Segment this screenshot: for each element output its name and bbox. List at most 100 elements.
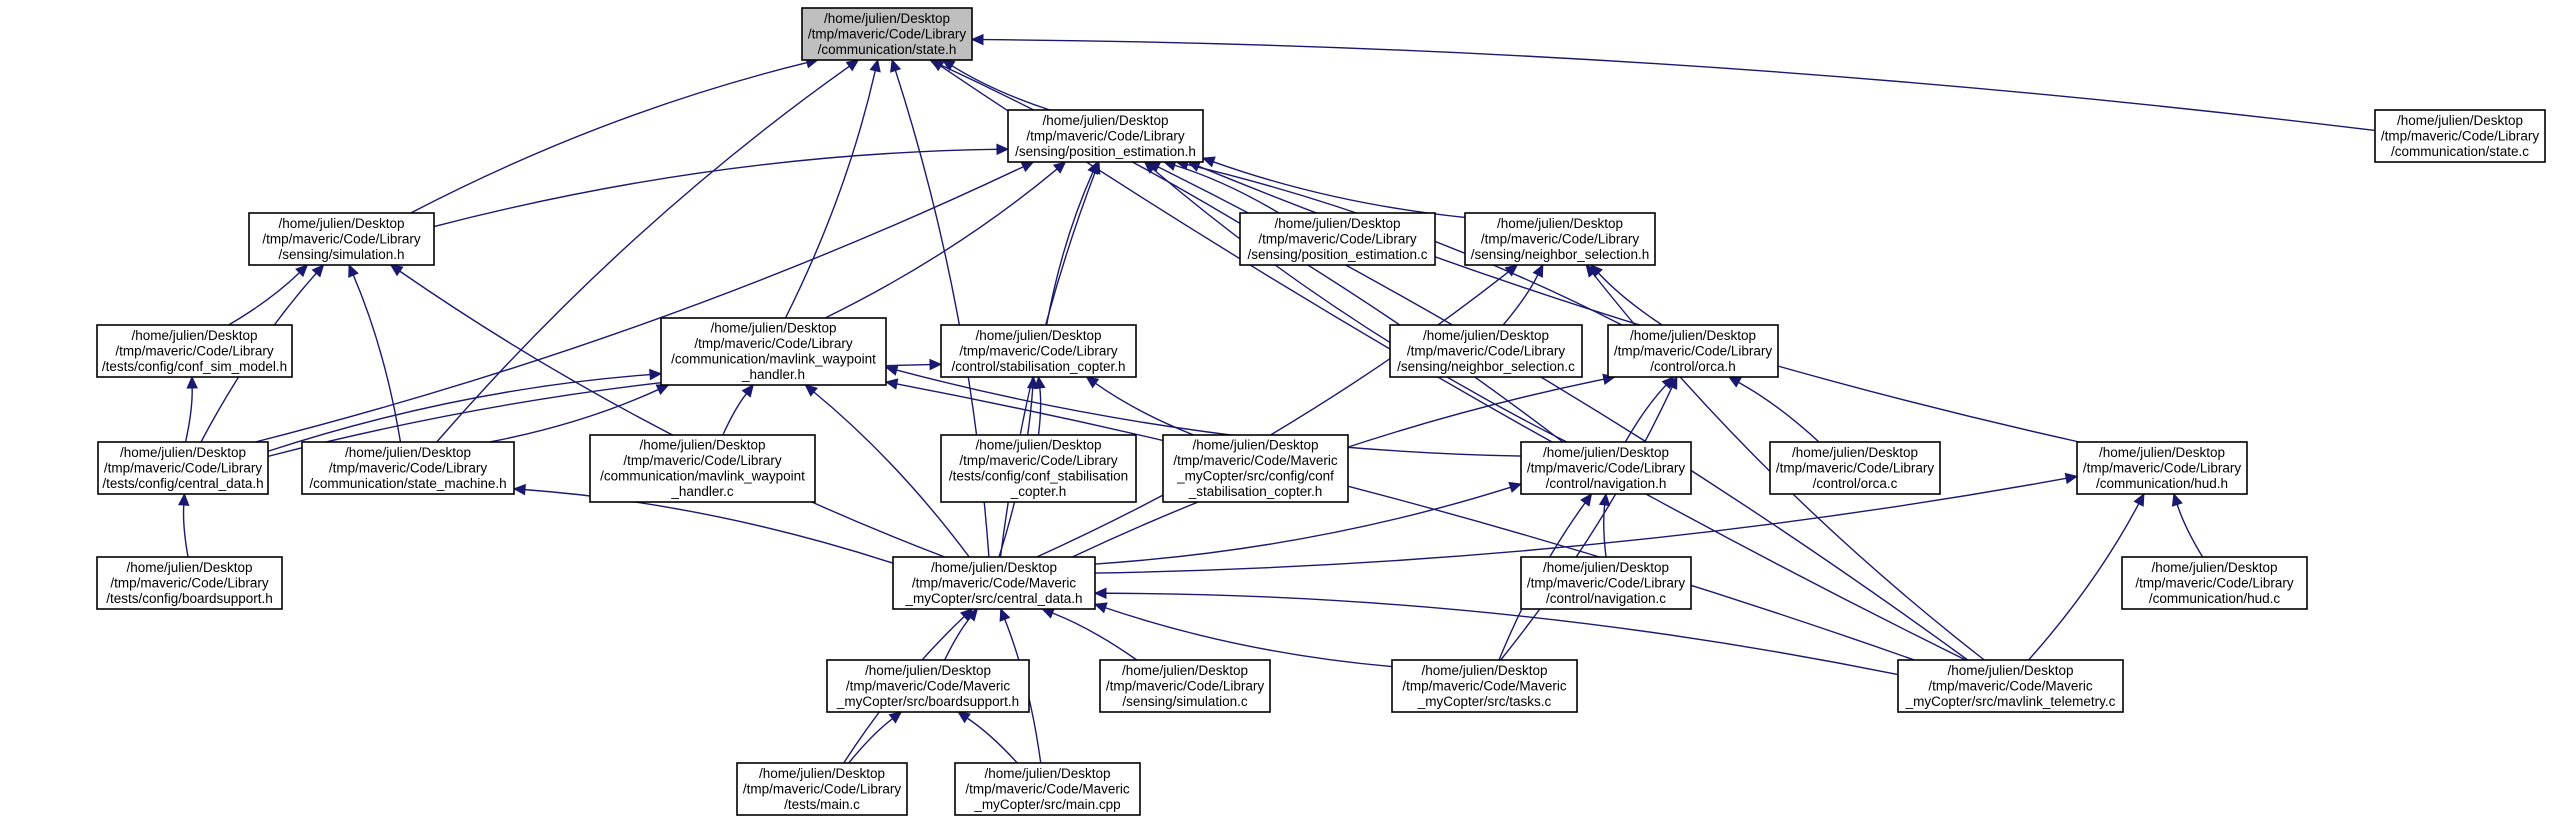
dependency-edge-central_data_h-to-mavlink_waypoint_handler_h bbox=[813, 391, 970, 558]
arrowhead-icon bbox=[1020, 161, 1035, 173]
node-layer: /home/julien/Desktop/tmp/maveric/Code/Li… bbox=[96, 7, 2546, 816]
file-node-label-line: /home/julien/Desktop bbox=[1630, 328, 1756, 343]
file-node-boardsupport-h-tests[interactable]: /home/julien/Desktop/tmp/maveric/Code/Li… bbox=[96, 556, 283, 610]
arrowhead-icon bbox=[1052, 161, 1067, 174]
file-node-label-line: /home/julien/Desktop bbox=[1122, 663, 1248, 678]
file-node-boardsupport-h-src[interactable]: /home/julien/Desktop/tmp/maveric/Code/Ma… bbox=[826, 659, 1030, 713]
file-node-label-line: /tmp/maveric/Code/Library bbox=[959, 343, 1118, 358]
file-node-tasks-c[interactable]: /home/julien/Desktop/tmp/maveric/Code/Ma… bbox=[1391, 659, 1578, 713]
file-node-label-line: /home/julien/Desktop bbox=[131, 328, 257, 343]
file-node-tests-conf-stabilisation-copter-h[interactable]: /home/julien/Desktop/tmp/maveric/Code/Li… bbox=[940, 434, 1137, 503]
dependency-edge-navigation_h-to-mavlink_waypoint_handler_h bbox=[896, 369, 1522, 457]
file-node-label-line: /communication/state.h bbox=[818, 42, 957, 57]
file-node-label-line: _myCopter/src/tasks.c bbox=[1417, 694, 1552, 709]
file-node-position-estimation-c[interactable]: /home/julien/Desktop/tmp/maveric/Code/Li… bbox=[1239, 212, 1436, 266]
file-node-label-line: /home/julien/Desktop bbox=[1042, 113, 1168, 128]
arrowhead-icon bbox=[1585, 264, 1598, 278]
file-node-main-cpp[interactable]: /home/julien/Desktop/tmp/maveric/Code/Ma… bbox=[954, 762, 1141, 816]
dependency-edge-central_data_h-to-hud_h bbox=[1094, 477, 2067, 574]
file-node-label-line: /tests/config/boardsupport.h bbox=[106, 591, 273, 606]
file-node-label-line: /control/orca.c bbox=[1813, 476, 1898, 491]
file-node-label-line: /tmp/maveric/Code/Library bbox=[115, 343, 274, 358]
edge-layer bbox=[177, 33, 2376, 764]
file-node-box bbox=[954, 762, 1141, 816]
file-node-position-estimation-h[interactable]: /home/julien/Desktop/tmp/maveric/Code/Li… bbox=[1007, 109, 1204, 163]
file-node-neighbor-selection-c[interactable]: /home/julien/Desktop/tmp/maveric/Code/Li… bbox=[1389, 324, 1583, 378]
file-node-hud-h[interactable]: /home/julien/Desktop/tmp/maveric/Code/Li… bbox=[2076, 441, 2248, 495]
dependency-edge-hud_c-to-hud_h bbox=[2176, 504, 2204, 558]
file-node-label-line: /sensing/simulation.c bbox=[1122, 694, 1248, 709]
file-node-tests-central-data-h[interactable]: /home/julien/Desktop/tmp/maveric/Code/Li… bbox=[97, 441, 269, 495]
file-node-simulation-c[interactable]: /home/julien/Desktop/tmp/maveric/Code/Li… bbox=[1099, 659, 1271, 713]
file-node-label-line: /tmp/maveric/Code/Library bbox=[110, 575, 269, 590]
file-node-box bbox=[801, 7, 973, 61]
file-node-box bbox=[1464, 212, 1656, 266]
file-node-label-line: /tmp/maveric/Code/Maveric bbox=[846, 678, 1011, 693]
file-node-orca-c[interactable]: /home/julien/Desktop/tmp/maveric/Code/Li… bbox=[1769, 441, 1941, 495]
file-node-label-line: /home/julien/Desktop bbox=[824, 11, 950, 26]
file-node-src-conf-stabilisation-copter-h[interactable]: /home/julien/Desktop/tmp/maveric/Code/Ma… bbox=[1162, 434, 1349, 503]
file-node-label-line: /tmp/maveric/Code/Library bbox=[2135, 575, 2294, 590]
file-node-label-line: /control/navigation.c bbox=[1546, 591, 1666, 606]
file-node-navigation-c[interactable]: /home/julien/Desktop/tmp/maveric/Code/Li… bbox=[1520, 556, 1692, 610]
arrowhead-icon bbox=[1508, 481, 1523, 493]
file-node-central-data-h[interactable]: /home/julien/Desktop/tmp/maveric/Code/Ma… bbox=[892, 556, 1096, 610]
file-node-box bbox=[301, 441, 515, 495]
file-node-orca-h[interactable]: /home/julien/Desktop/tmp/maveric/Code/Li… bbox=[1607, 324, 1779, 378]
file-node-label-line: /tmp/maveric/Code/Maveric bbox=[965, 781, 1130, 796]
file-node-state-h[interactable]: /home/julien/Desktop/tmp/maveric/Code/Li… bbox=[801, 7, 973, 61]
arrowhead-icon bbox=[804, 384, 818, 397]
file-node-label-line: /tmp/maveric/Code/Library bbox=[1776, 460, 1935, 475]
dependency-edge-state_machine_h-to-mavlink_waypoint_handler_h bbox=[489, 388, 659, 443]
arrowhead-icon bbox=[1093, 602, 1108, 614]
file-node-stabilisation-copter-h[interactable]: /home/julien/Desktop/tmp/maveric/Code/Li… bbox=[940, 324, 1137, 378]
file-node-box bbox=[2121, 556, 2308, 610]
file-node-navigation-h[interactable]: /home/julien/Desktop/tmp/maveric/Code/Li… bbox=[1520, 441, 1692, 495]
dependency-edge-neighbor_selection_h-to-position_estimation_h bbox=[1213, 161, 1466, 219]
file-node-box bbox=[1607, 324, 1779, 378]
file-node-label-line: /tmp/maveric/Code/Library bbox=[2381, 128, 2540, 143]
file-node-label-line: /tests/config/conf_stabilisation bbox=[949, 469, 1128, 484]
file-node-mavlink-telemetry-c[interactable]: /home/julien/Desktop/tmp/maveric/Code/Ma… bbox=[1897, 659, 2124, 713]
file-node-mavlink-waypoint-handler-c[interactable]: /home/julien/Desktop/tmp/maveric/Code/Li… bbox=[589, 434, 816, 503]
file-node-label-line: /home/julien/Desktop bbox=[931, 560, 1057, 575]
file-node-label-line: /control/orca.h bbox=[1650, 359, 1736, 374]
file-node-neighbor-selection-h[interactable]: /home/julien/Desktop/tmp/maveric/Code/Li… bbox=[1464, 212, 1656, 266]
file-node-box bbox=[96, 324, 293, 378]
file-node-label-line: /communication/mavlink_waypoint bbox=[600, 469, 805, 484]
arrowhead-icon bbox=[512, 483, 526, 496]
file-node-box bbox=[589, 434, 816, 503]
file-node-label-line: /tmp/maveric/Code/Maveric bbox=[1402, 678, 1567, 693]
file-node-mavlink-waypoint-handler-h[interactable]: /home/julien/Desktop/tmp/maveric/Code/Li… bbox=[660, 317, 887, 386]
dependency-edge-conf_sim_model_h-to-simulation_h bbox=[228, 272, 300, 326]
dependency-edge-src_conf_stabilisation_copter_h-to-stabilisation_copter_h bbox=[1095, 382, 1194, 436]
file-node-label-line: /home/julien/Desktop bbox=[1421, 663, 1547, 678]
dependency-edge-orca_h-to-neighbor_selection_h bbox=[1597, 272, 1663, 326]
file-node-conf-sim-model-h[interactable]: /home/julien/Desktop/tmp/maveric/Code/Li… bbox=[96, 324, 293, 378]
file-node-hud-c[interactable]: /home/julien/Desktop/tmp/maveric/Code/Li… bbox=[2121, 556, 2308, 610]
file-node-label-line: _stabilisation_copter.h bbox=[1188, 484, 1323, 499]
file-node-label-line: _handler.h bbox=[741, 367, 805, 382]
file-node-label-line: /home/julien/Desktop bbox=[2397, 113, 2523, 128]
file-node-label-line: /sensing/neighbor_selection.c bbox=[1397, 359, 1575, 374]
file-node-label-line: _myCopter/src/main.cpp bbox=[973, 797, 1120, 812]
arrowhead-icon bbox=[311, 264, 325, 278]
file-node-label-line: /tests/config/conf_sim_model.h bbox=[102, 359, 287, 374]
arrowhead-icon bbox=[1580, 493, 1593, 507]
file-node-state-c[interactable]: /home/julien/Desktop/tmp/maveric/Code/Li… bbox=[2374, 109, 2546, 163]
file-node-box bbox=[1520, 556, 1692, 610]
file-node-label-line: /communication/hud.h bbox=[2096, 476, 2228, 491]
file-node-label-line: /home/julien/Desktop bbox=[345, 445, 471, 460]
arrowhead-icon bbox=[888, 711, 903, 724]
file-node-state-machine-h[interactable]: /home/julien/Desktop/tmp/maveric/Code/Li… bbox=[301, 441, 515, 495]
dependency-edge-main_cpp-to-boardsupport_h_src bbox=[966, 717, 1018, 764]
dependency-edge-boardsupport_h_tests-to-tests_central_data_h bbox=[182, 504, 189, 558]
dependency-edge-state_machine_h-to-simulation_h bbox=[352, 274, 402, 443]
file-node-label-line: /tmp/maveric/Code/Maveric bbox=[1173, 453, 1338, 468]
arrowhead-icon bbox=[177, 492, 190, 506]
file-node-label-line: /home/julien/Desktop bbox=[975, 328, 1101, 343]
arrowhead-icon bbox=[186, 375, 198, 389]
file-node-box bbox=[96, 556, 283, 610]
file-node-simulation-h[interactable]: /home/julien/Desktop/tmp/maveric/Code/Li… bbox=[248, 212, 435, 266]
file-node-tests-main-c[interactable]: /home/julien/Desktop/tmp/maveric/Code/Li… bbox=[736, 762, 908, 816]
